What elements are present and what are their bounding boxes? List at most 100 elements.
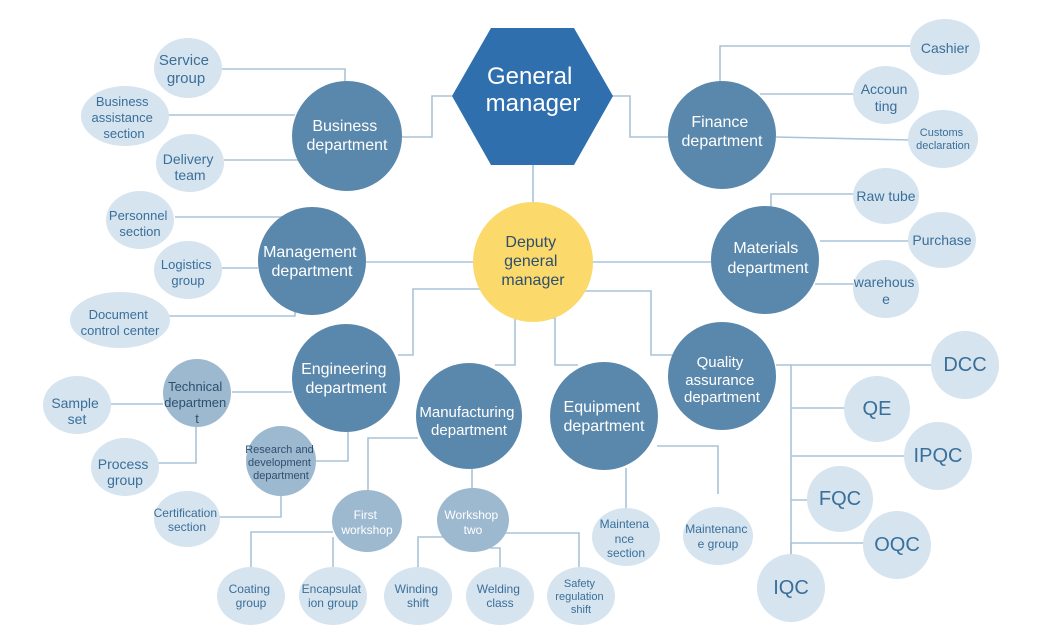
engineering-department-node[interactable]: Engineering department [292,324,400,432]
edge-gm-finance [612,95,668,138]
maintenance-group-node[interactable]: Maintenanc e group [683,507,753,565]
deputy-general-manager-node[interactable]: Deputy general manager [473,202,593,322]
dcc-node[interactable]: DCC [931,331,999,399]
fqc-node[interactable]: FQC [807,466,873,532]
welding-class-node[interactable]: Welding class [466,567,534,625]
accounting-label: Accoun ting [861,81,912,114]
equipment-department-node[interactable]: Equipment department [550,362,658,470]
deputy-label: Deputy general manager [501,234,565,289]
process-group-node[interactable]: Process group [91,438,159,496]
management-department-label: Management department [263,244,361,280]
technical-department-node[interactable]: Technical departmen t [163,359,231,427]
delivery-team-node[interactable]: Delivery team [156,134,224,192]
finance-department-node[interactable]: Finance department [668,81,776,189]
personnel-section-label: Personnel section [109,208,171,239]
business-department-label: Business department [307,118,388,154]
quality-department-label: Quality assurance department [684,354,761,406]
business-assistance-node[interactable]: Business assistance section [81,86,169,146]
edge-first-coating [250,531,333,568]
edge-quality-spine [776,364,792,560]
workshop-two-label: Workshop two [444,508,501,537]
sample-set-label: Sample set [51,395,102,427]
general-manager-hexagon [452,28,613,165]
first-workshop-node[interactable]: First workshop [332,490,402,552]
edge-two-safety [505,532,580,568]
edge-equip-maint-group [657,445,719,494]
equipment-department-label: Equipment department [564,399,646,435]
qe-node[interactable]: QE [844,376,910,442]
warehouse-node[interactable]: warehous e [853,260,919,318]
maintenance-group-label: Maintenanc e group [685,522,750,551]
encapsulation-group-label: Encapsulat ion group [302,582,365,610]
edge-technical-process [157,424,197,464]
cashier-label: Cashier [921,40,970,56]
edge-rd-certification [219,492,282,518]
ipqc-label: IPQC [914,445,963,467]
coating-group-label: Coating group [229,582,274,610]
raw-tube-label: Raw tube [856,188,915,204]
management-department-node[interactable]: Management department [258,207,366,315]
cashier-node[interactable]: Cashier [910,19,980,75]
materials-department-node[interactable]: Materials department [711,206,819,314]
edge-deputy-engineering [398,288,513,356]
manufacturing-department-label: Manufacturing department [419,404,518,439]
oqc-node[interactable]: OQC [863,511,931,579]
rd-department-node[interactable]: Research and development department [245,426,317,496]
oqc-label: OQC [874,534,920,556]
logistics-group-label: Logistics group [161,257,215,288]
edge-materials-raw-tube [770,193,854,212]
delivery-team-label: Delivery team [163,151,217,183]
sample-set-node[interactable]: Sample set [43,376,111,434]
general-manager-node[interactable]: General manager [452,28,613,165]
iqc-node[interactable]: IQC [757,554,825,622]
quality-assurance-department-node[interactable]: Quality assurance department [668,322,776,430]
finance-department-label: Finance department [682,114,763,150]
purchase-node[interactable]: Purchase [908,212,976,268]
general-manager-label: General manager [486,63,581,117]
accounting-node[interactable]: Accoun ting [853,66,919,124]
edge-finance-cashier [719,45,912,82]
maintenance-section-label: Maintena nce section [600,517,653,560]
edge-gm-business [402,95,452,138]
warehouse-label: warehous e [853,274,919,307]
edge-two-welding [490,547,501,568]
business-assistance-label: Business assistance section [91,94,156,141]
encapsulation-group-node[interactable]: Encapsulat ion group [299,567,367,625]
business-department-node[interactable]: Business department [292,81,402,191]
edge-two-winding [417,536,450,568]
customs-declaration-node[interactable]: Customs declaration [908,110,978,168]
edge-eng-rd [316,428,349,462]
winding-shift-node[interactable]: Winding shift [384,567,452,625]
connector-lines [110,45,932,568]
service-group-node[interactable]: Service group [154,38,222,98]
coating-group-node[interactable]: Coating group [217,567,285,625]
document-control-node[interactable]: Document control center [70,292,170,348]
qe-label: QE [863,398,892,420]
manufacturing-department-node[interactable]: Manufacturing department [416,363,522,469]
workshop-two-node[interactable]: Workshop two [437,488,509,552]
ipqc-node[interactable]: IPQC [904,422,972,490]
logistics-group-node[interactable]: Logistics group [154,241,222,299]
personnel-section-node[interactable]: Personnel section [106,191,174,249]
edge-deputy-manufacturing [495,318,516,366]
edge-deputy-equipment [550,317,578,366]
technical-department-label: Technical departmen t [164,379,230,426]
maintenance-section-node[interactable]: Maintena nce section [592,508,660,566]
rd-department-label: Research and development department [245,444,317,482]
welding-class-label: Welding class [477,582,523,610]
edge-finance-customs [775,136,913,141]
fqc-label: FQC [819,488,861,510]
safety-regulation-shift-label: Safety regulation shift [555,578,606,616]
service-group-label: Service group [159,52,213,87]
safety-regulation-shift-node[interactable]: Safety regulation shift [547,567,615,625]
winding-shift-label: Winding shift [395,582,442,610]
purchase-label: Purchase [912,232,971,248]
raw-tube-node[interactable]: Raw tube [853,168,919,224]
materials-department-label: Materials department [728,240,809,277]
first-workshop-label: First workshop [340,508,393,537]
edge-mfg-first [367,437,418,490]
edge-deputy-quality [573,290,680,356]
certification-section-node[interactable]: Certification section [154,491,221,547]
